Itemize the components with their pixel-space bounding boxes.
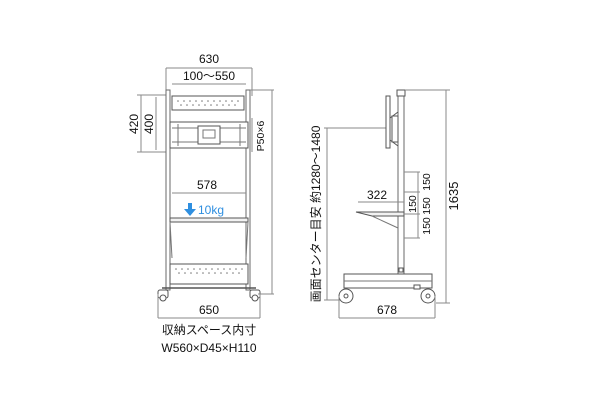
shelf-support-left — [169, 221, 173, 259]
label-base-width: 650 — [199, 303, 219, 317]
side-shelf — [355, 211, 405, 217]
mount-bracket-top — [171, 95, 245, 111]
label-pitch-d: 150 — [421, 217, 433, 235]
label-shelf-width: 578 — [197, 178, 217, 192]
side-column — [397, 91, 405, 275]
label-bolt-size: P50×6 — [255, 121, 267, 152]
label-shelf-load: 10kg — [198, 203, 224, 217]
side-column-notch-1 — [398, 267, 404, 273]
shelf-support-right — [245, 221, 249, 259]
down-arrow-icon — [184, 203, 196, 216]
side-shelf-support — [371, 215, 399, 229]
side-column-cap — [396, 89, 406, 97]
label-overall-width: 630 — [199, 52, 219, 66]
caster-right-wheel — [251, 294, 259, 302]
side-bracket-arm-bottom — [389, 139, 399, 147]
side-wheel-back-hub — [425, 293, 431, 299]
label-total-height: 1635 — [446, 182, 461, 211]
label-pitch-a: 150 — [421, 173, 433, 191]
label-mount-height-b: 400 — [142, 114, 156, 134]
label-storage-title: 収納スペース内寸 — [162, 323, 257, 337]
side-bracket-hinge — [391, 115, 399, 143]
front-view — [137, 67, 274, 319]
label-pitch-b: 150 — [407, 195, 419, 213]
left-upright — [165, 89, 171, 291]
side-monitor-plate — [385, 95, 391, 149]
mount-bracket-holes — [177, 100, 239, 106]
side-view — [324, 89, 450, 319]
label-pitch-c: 150 — [421, 197, 433, 215]
side-wheel-front-hub — [343, 293, 349, 299]
vesa-center-slot — [202, 129, 216, 139]
right-upright — [245, 89, 251, 291]
storage-box — [169, 263, 249, 285]
label-storage-dims: W560×D45×H110 — [161, 341, 257, 355]
label-base-depth: 678 — [377, 303, 397, 317]
caster-left-wheel — [159, 294, 167, 302]
label-mount-range: 100〜550 — [183, 69, 235, 83]
label-shelf-depth: 322 — [367, 188, 387, 202]
label-center-height: 画面センター目安 約1280〜1480 — [308, 125, 323, 302]
side-bracket-arm-top — [389, 111, 399, 119]
label-mount-height-a: 420 — [127, 114, 141, 134]
side-base-button — [413, 284, 421, 290]
middle-shelf — [169, 217, 249, 223]
storage-box-holes — [175, 268, 243, 274]
